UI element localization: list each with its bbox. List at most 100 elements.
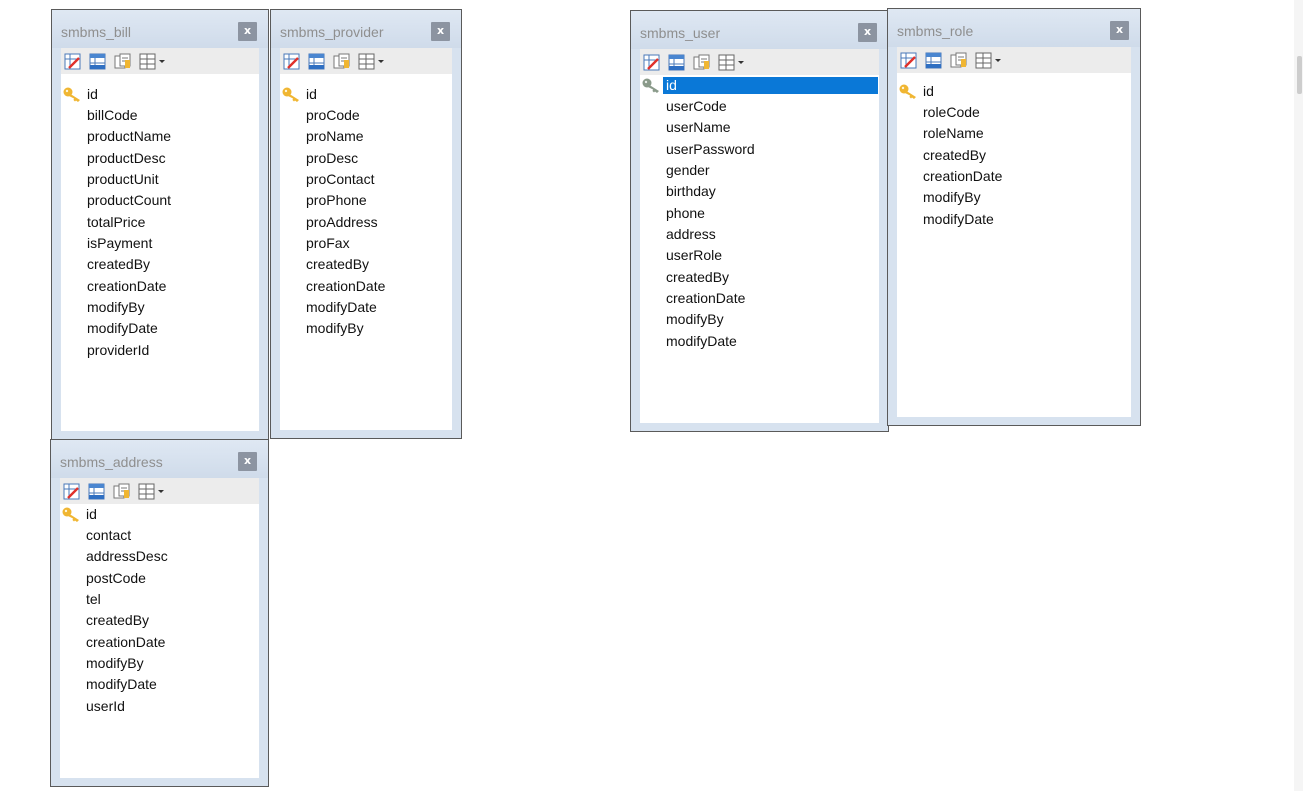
field-row[interactable]: id <box>280 85 452 104</box>
field-row[interactable]: modifyBy <box>640 310 879 329</box>
edit-fields-icon[interactable] <box>308 53 325 70</box>
title-bar[interactable]: smbms_provider x <box>271 10 461 48</box>
field-row[interactable]: createdBy <box>640 268 879 287</box>
field-row[interactable]: productUnit <box>61 170 259 189</box>
field-row[interactable]: modifyBy <box>61 298 259 317</box>
edit-fields-icon[interactable] <box>668 54 685 71</box>
field-name: createdBy <box>923 147 987 163</box>
field-name: contact <box>86 527 132 543</box>
field-row[interactable]: postCode <box>60 569 259 588</box>
field-row[interactable]: userName <box>640 118 879 137</box>
field-row[interactable]: isPayment <box>61 234 259 253</box>
field-row[interactable]: modifyBy <box>897 188 1131 207</box>
copy-table-icon[interactable] <box>113 483 130 500</box>
design-table-icon[interactable] <box>63 483 80 500</box>
field-row[interactable]: userRole <box>640 246 879 265</box>
field-row[interactable]: productCount <box>61 191 259 210</box>
field-row[interactable]: modifyDate <box>280 298 452 317</box>
table-view-icon[interactable] <box>358 53 388 70</box>
field-row[interactable]: creationDate <box>61 277 259 296</box>
field-row[interactable]: userId <box>60 697 259 716</box>
field-row[interactable]: roleName <box>897 124 1131 143</box>
copy-table-icon[interactable] <box>693 54 710 71</box>
field-row[interactable]: createdBy <box>60 611 259 630</box>
edit-fields-icon[interactable] <box>88 483 105 500</box>
copy-table-icon[interactable] <box>333 53 350 70</box>
field-row[interactable]: address <box>640 225 879 244</box>
field-row[interactable]: createdBy <box>897 146 1131 165</box>
field-row[interactable]: modifyBy <box>60 654 259 673</box>
field-row[interactable]: proDesc <box>280 149 452 168</box>
field-row[interactable]: creationDate <box>280 277 452 296</box>
field-row[interactable]: creationDate <box>897 167 1131 186</box>
field-row[interactable]: proName <box>280 127 452 146</box>
field-row[interactable]: proPhone <box>280 191 452 210</box>
title-bar[interactable]: smbms_bill x <box>52 10 268 48</box>
table-window-smbms-bill[interactable]: smbms_bill x id billCode productName pro… <box>51 9 269 440</box>
title-bar[interactable]: smbms_role x <box>888 9 1140 47</box>
field-row[interactable]: createdBy <box>61 255 259 274</box>
field-row[interactable]: id <box>897 82 1131 101</box>
field-name: proName <box>306 128 364 144</box>
field-row[interactable]: proCode <box>280 106 452 125</box>
copy-table-icon[interactable] <box>950 52 967 69</box>
field-name: birthday <box>666 183 716 199</box>
field-row[interactable]: creationDate <box>60 633 259 652</box>
field-row[interactable]: tel <box>60 590 259 609</box>
table-view-icon[interactable] <box>139 53 169 70</box>
close-button[interactable]: x <box>858 23 877 42</box>
field-row[interactable]: providerId <box>61 341 259 360</box>
table-window-smbms-provider[interactable]: smbms_provider x id proCode proName proD… <box>270 9 462 439</box>
field-row[interactable]: roleCode <box>897 103 1131 122</box>
field-row[interactable]: proContact <box>280 170 452 189</box>
title-bar[interactable]: smbms_user x <box>631 11 888 49</box>
field-row[interactable]: totalPrice <box>61 213 259 232</box>
field-row[interactable]: proAddress <box>280 213 452 232</box>
table-view-icon[interactable] <box>975 52 1005 69</box>
field-row[interactable]: productDesc <box>61 149 259 168</box>
copy-table-icon[interactable] <box>114 53 131 70</box>
design-table-icon[interactable] <box>643 54 660 71</box>
edit-fields-icon[interactable] <box>925 52 942 69</box>
design-table-icon[interactable] <box>283 53 300 70</box>
field-row-selected[interactable]: id <box>640 75 879 96</box>
field-row[interactable]: billCode <box>61 106 259 125</box>
field-name: modifyBy <box>306 320 364 336</box>
title-bar[interactable]: smbms_address x <box>51 440 268 478</box>
field-row[interactable]: modifyDate <box>61 319 259 338</box>
field-name: modifyDate <box>306 299 377 315</box>
field-row[interactable]: addressDesc <box>60 547 259 566</box>
close-button[interactable]: x <box>238 22 257 41</box>
field-row[interactable]: createdBy <box>280 255 452 274</box>
field-row[interactable]: proFax <box>280 234 452 253</box>
field-row[interactable]: phone <box>640 204 879 223</box>
table-view-icon[interactable] <box>718 54 748 71</box>
close-button[interactable]: x <box>1110 21 1129 40</box>
field-row[interactable]: modifyDate <box>897 210 1131 229</box>
field-row[interactable]: modifyBy <box>280 319 452 338</box>
design-table-icon[interactable] <box>64 53 81 70</box>
field-row[interactable]: birthday <box>640 182 879 201</box>
field-row[interactable]: productName <box>61 127 259 146</box>
vertical-scrollbar[interactable] <box>1294 0 1303 791</box>
field-row[interactable]: userCode <box>640 97 879 116</box>
field-row[interactable]: modifyDate <box>60 675 259 694</box>
field-row[interactable]: modifyDate <box>640 332 879 351</box>
field-name: userCode <box>666 98 727 114</box>
field-row[interactable]: contact <box>60 526 259 545</box>
scrollbar-thumb[interactable] <box>1297 56 1302 94</box>
close-button[interactable]: x <box>431 22 450 41</box>
field-row[interactable]: id <box>60 505 259 524</box>
close-button[interactable]: x <box>238 452 257 471</box>
table-window-smbms-role[interactable]: smbms_role x id roleCode roleName create… <box>887 8 1141 426</box>
field-name: id <box>87 86 98 102</box>
table-window-smbms-user[interactable]: smbms_user x id userCode userName userPa… <box>630 10 889 432</box>
field-row[interactable]: creationDate <box>640 289 879 308</box>
edit-fields-icon[interactable] <box>89 53 106 70</box>
table-window-smbms-address[interactable]: smbms_address x id contact addressDesc p… <box>50 439 269 787</box>
table-view-icon[interactable] <box>138 483 168 500</box>
field-row[interactable]: id <box>61 85 259 104</box>
field-row[interactable]: gender <box>640 161 879 180</box>
design-table-icon[interactable] <box>900 52 917 69</box>
field-row[interactable]: userPassword <box>640 140 879 159</box>
